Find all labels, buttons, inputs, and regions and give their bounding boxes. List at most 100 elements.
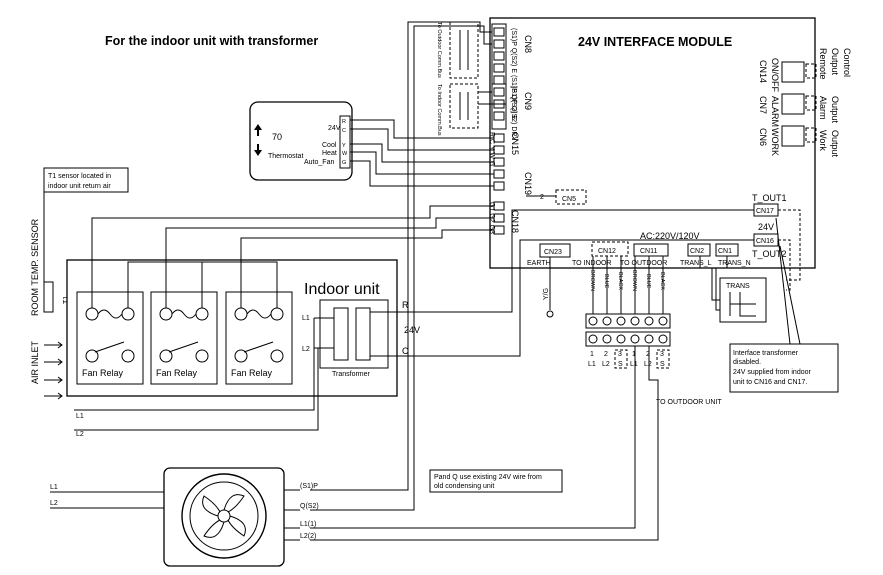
interface-note-4: unit to CN16 and CN17. <box>733 379 807 386</box>
earth-icon <box>546 310 554 318</box>
fan-relay-2-label: Fan Relay <box>156 368 198 378</box>
transformer-c: C <box>402 346 409 356</box>
thermostat-heat: Heat <box>322 150 337 157</box>
term-num-3: 3 <box>618 351 622 358</box>
cn5-box <box>555 189 587 205</box>
term-sub-2: L2 <box>602 361 610 368</box>
cn2-box <box>687 243 711 257</box>
outdoor-wire-l1: L1(1) <box>300 521 316 528</box>
interface-note-box <box>729 343 839 393</box>
diagram-title: For the indoor unit with transformer <box>105 34 318 48</box>
t1-note-2: indoor unit return air <box>48 183 111 190</box>
module-title: 24V INTERFACE MODULE <box>578 35 732 49</box>
transformer-label: Transformer <box>332 371 371 378</box>
trans-label: TRANS <box>726 283 750 290</box>
cn15-label: CN15 <box>510 132 520 155</box>
ac-label: AC:220V/120V <box>640 231 700 241</box>
thermostat-name: Thermostat <box>268 153 303 160</box>
arrow-up-icon <box>254 124 262 136</box>
thermostat-box <box>249 101 353 181</box>
air-inlet-label: AIR INLET <box>30 340 40 384</box>
earth-label: EARTH <box>527 260 551 267</box>
pq-note-1: Pand Q use existing 24V wire from <box>434 474 542 481</box>
fan-relay-3: Fan Relay <box>225 291 293 385</box>
indoor-l1-label: L1 <box>76 413 84 420</box>
term-sub-1: L1 <box>588 361 596 368</box>
term-num-1: 1 <box>590 351 594 358</box>
cn8-bus-label: To Outdoor Comm.Bus <box>436 22 442 78</box>
fan-relay-wires <box>91 205 494 308</box>
control-label: Control <box>842 48 852 77</box>
term-num-4: 1 <box>632 351 636 358</box>
cn16-label: CN16 <box>756 238 774 245</box>
thermostat-cool: Cool <box>322 142 337 149</box>
remote-label: Remote <box>818 48 828 80</box>
cn9-label: CN9 <box>523 92 533 110</box>
cn11-box <box>633 243 669 257</box>
thermostat-setpoint: 70 <box>272 132 282 142</box>
air-inlet-arrows <box>44 341 63 400</box>
cn8-pins: (S1)P Q(S2) E (S1)P Q(S2) E <box>510 28 517 120</box>
interface-note-3: 24V supplied from indoor <box>733 369 811 376</box>
terminal-block: BROWN BLUE BLACK BROWN BLUE BLACK 1 2 3 … <box>585 256 671 369</box>
term-num-2: 2 <box>604 351 608 358</box>
wire-in-brown: BROWN <box>589 270 595 291</box>
t1-note-box <box>43 167 129 193</box>
wire-out-blue: BLUE <box>645 274 651 289</box>
t-out2-label: T_OUT2 <box>752 249 787 259</box>
cn9-connector: (S1)P Q(S2) DRY CN9 <box>491 83 533 141</box>
thermostat-auto-fan: Auto_Fan <box>304 159 334 166</box>
cn5-label: CN5 <box>562 196 576 203</box>
work-signal-label: WORK <box>770 128 780 156</box>
cn2-label: CN2 <box>690 248 704 255</box>
tstat-pin-g: G <box>342 160 346 166</box>
alarm-label: Alarm <box>818 96 828 120</box>
cn23-box <box>539 243 571 258</box>
interface-note-2: disabled. <box>733 359 761 366</box>
trans-n-label: TRANS_N <box>718 260 751 267</box>
indoor-unit-box <box>66 259 398 397</box>
outdoor-wire-l2: L2(2) <box>300 533 316 540</box>
cn1-label: CN1 <box>718 248 732 255</box>
term-sub-5: L2 <box>644 361 652 368</box>
cn19-label: CN19 <box>523 172 533 195</box>
term-sub-4: L1 <box>630 361 638 368</box>
pq-note-box <box>429 469 563 493</box>
trans-l-label: TRANS_L <box>680 260 712 267</box>
onoff-label: ON/OFF <box>770 58 780 92</box>
t-out1-label: T_OUT1 <box>752 193 787 203</box>
transformer-24v: 24V <box>404 325 420 335</box>
tstat-pin-r: R <box>342 119 346 125</box>
room-sensor-label: ROOM TEMP. SENSOR <box>30 218 40 316</box>
cn11-label: CN11 <box>640 248 657 255</box>
cn5-two: 2 <box>540 194 544 201</box>
wire-out-brown: BROWN <box>631 270 637 291</box>
outdoor-wire-p: (S1)P <box>300 483 318 490</box>
term-sub-3: S <box>618 361 623 368</box>
outdoor-unit-box <box>163 467 285 567</box>
thermostat-24v: 24V <box>328 125 341 132</box>
indoor-unit-label: Indoor unit <box>304 281 380 298</box>
yg-label: Y/G <box>543 288 550 300</box>
cn17-label: CN17 <box>756 208 774 215</box>
transformer-l1: L1 <box>302 315 310 322</box>
cn18-label: CN18 <box>510 210 520 233</box>
outdoor-l2-label: L2 <box>50 500 58 507</box>
outdoor-fan-grille <box>181 473 267 559</box>
cn12-box <box>591 241 629 257</box>
term-num-5: 2 <box>646 351 650 358</box>
outdoor-l1-label: L1 <box>50 484 58 491</box>
cn15-pins: R C Y W G <box>488 132 495 166</box>
to-indoor-label: TO INDOOR <box>572 260 612 267</box>
wire-in-blue: BLUE <box>603 274 609 289</box>
pq-note-2: old condensing unit <box>434 483 494 490</box>
transformer-r: R <box>402 300 409 310</box>
t1-note-1: T1 sensor located in <box>48 173 111 180</box>
fan-relay-1-label: Fan Relay <box>82 368 124 378</box>
arrow-down-icon <box>254 144 262 156</box>
comm-bus-boxes: To Outdoor Comm.Bus To Indoor Comm.Bus <box>436 21 479 136</box>
tstat-pin-c: C <box>342 128 346 134</box>
interface-module-box <box>489 17 816 269</box>
